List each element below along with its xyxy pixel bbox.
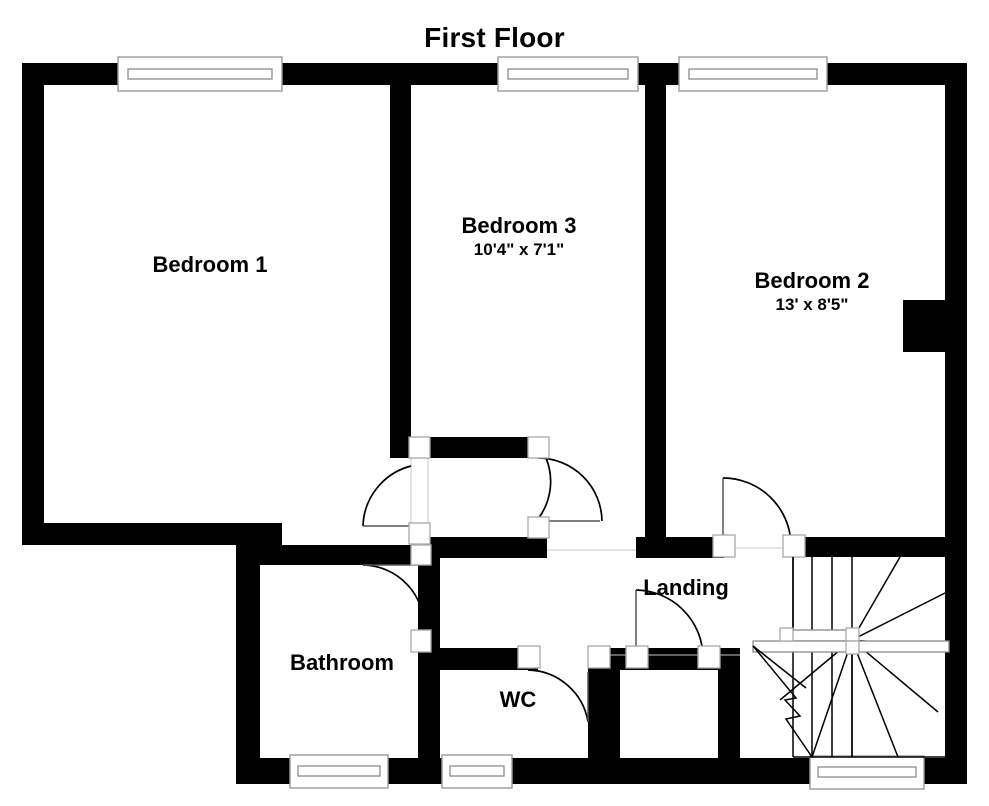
room-label-bedroom-3: Bedroom 3 10'4" x 7'1" xyxy=(462,213,577,260)
window-bottom-left xyxy=(289,754,389,789)
window-top-middle xyxy=(497,56,639,92)
room-name-bedroom-1: Bedroom 1 xyxy=(152,252,268,277)
room-name-bedroom-3: Bedroom 3 xyxy=(461,213,577,238)
window-top-right xyxy=(678,56,828,92)
window-top-left xyxy=(117,56,283,92)
room-name-wc: WC xyxy=(499,687,537,712)
door-wc xyxy=(517,645,589,723)
window-bottom-right xyxy=(809,755,925,790)
room-label-bedroom-1: Bedroom 1 xyxy=(153,252,268,278)
room-label-bathroom: Bathroom xyxy=(290,650,394,676)
staircase xyxy=(752,556,950,758)
room-dims-bedroom-2: 13' x 8'5" xyxy=(775,295,849,314)
door-bedroom-2 xyxy=(712,477,806,558)
exterior-walls xyxy=(22,63,967,784)
room-label-wc: WC xyxy=(500,687,537,713)
door-landing-cupboard xyxy=(587,589,721,669)
room-name-bedroom-2: Bedroom 2 xyxy=(754,268,870,293)
room-dims-bedroom-3: 10'4" x 7'1" xyxy=(473,240,565,259)
room-label-bedroom-2: Bedroom 2 13' x 8'5" xyxy=(755,268,870,315)
room-name-landing: Landing xyxy=(643,575,729,600)
room-label-landing: Landing xyxy=(643,575,729,601)
window-bottom-middle xyxy=(441,754,513,789)
door-bedroom-1 xyxy=(362,436,431,545)
door-bedroom-3 xyxy=(527,436,603,539)
page-title: First Floor xyxy=(424,22,565,53)
windows xyxy=(117,56,925,790)
door-bathroom xyxy=(362,544,432,653)
room-name-bathroom: Bathroom xyxy=(290,650,394,675)
doors xyxy=(362,436,806,723)
